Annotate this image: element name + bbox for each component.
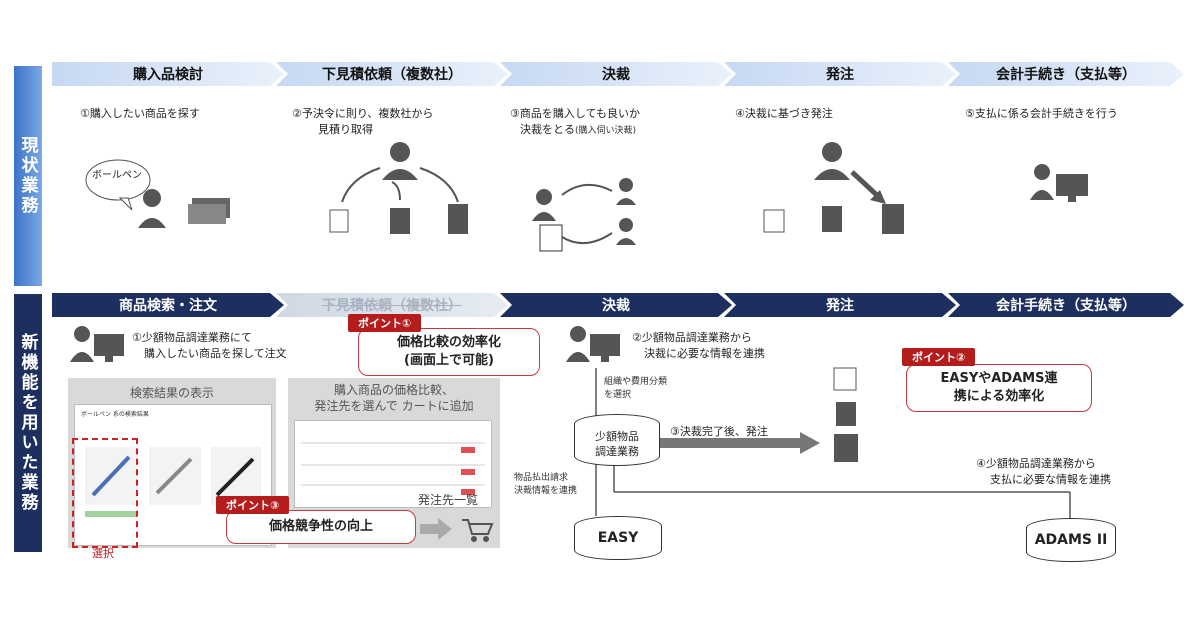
- after-approval-label: ③決裁完了後、発注: [670, 425, 768, 438]
- adams-db: ADAMS II: [1026, 518, 1116, 562]
- new-step-1: 商品検索・注文: [52, 293, 284, 317]
- current-work-label: 現状業務: [14, 66, 42, 286]
- vendor-buildings: [833, 367, 858, 462]
- search-illustration: [85, 159, 230, 228]
- current-step-1: 購入品検討: [52, 62, 284, 86]
- current-desc-5: ⑤支払に係る会計手続きを行う: [965, 107, 1118, 120]
- selected-item-highlight: [72, 438, 138, 548]
- point1-callout: 価格比較の効率化(画面上で可能): [358, 328, 540, 376]
- current-step-3: 決裁: [500, 62, 732, 86]
- point3-callout: 価格競争性の向上: [226, 510, 416, 544]
- screenshot-heading: ボールペン 系の検索結果: [81, 411, 149, 418]
- user-pc-icon-2: [566, 326, 620, 362]
- new-desc-1a: ①少額物品調達業務にて: [132, 331, 252, 344]
- new-step-5: 会計手続き（支払等）: [948, 293, 1184, 317]
- user-pc-icon: [70, 326, 124, 362]
- price-compare-screenshot: [294, 420, 492, 508]
- point3-tag: ポイント③: [216, 496, 290, 514]
- select-label: 選択: [92, 547, 114, 560]
- new-desc-4b: 支払に必要な情報を連携: [990, 473, 1111, 486]
- easy-db: EASY: [574, 516, 662, 560]
- easy-link-label: 物品払出請求決裁情報を連携: [514, 473, 578, 496]
- current-desc-4: ④決裁に基づき発注: [735, 107, 833, 120]
- system-cylinder: 少額物品調達業務: [574, 414, 660, 466]
- new-step-2: 下見積依頼（複数社）: [276, 293, 508, 317]
- search-results-panel: 検索結果の表示 ボールペン 系の検索結果: [68, 378, 276, 548]
- point1-tag: ポイント①: [348, 314, 422, 332]
- current-step-2: 下見積依頼（複数社）: [276, 62, 508, 86]
- new-desc-1b: 購入したい商品を探して注文: [144, 347, 287, 360]
- panel2-title: 購入商品の価格比較、発注先を選んで カートに追加: [314, 383, 474, 413]
- new-step-3: 決裁: [500, 293, 732, 317]
- current-desc-1: ①購入したい商品を探す: [80, 107, 200, 120]
- select-org-label: 組織や費用分類を選択: [604, 377, 668, 400]
- current-step-5: 会計手続き（支払等）: [948, 62, 1184, 86]
- new-step-4: 発注: [724, 293, 956, 317]
- cart-icon: [420, 518, 494, 542]
- point2-callout: EASYやADAMS連携による効率化: [906, 364, 1092, 412]
- new-work-label: 新機能を用いた業務: [14, 294, 42, 552]
- multi-quote-illustration: [329, 142, 468, 234]
- panel1-title: 検索結果の表示: [129, 386, 214, 400]
- current-desc-2a: ②予決令に則り、複数社から: [292, 107, 434, 120]
- order-illustration: [763, 142, 904, 234]
- current-desc-3b: 決裁をとる(購入伺い決裁): [520, 123, 637, 136]
- pen-products: [85, 447, 261, 517]
- current-desc-2b: 見積り取得: [318, 123, 373, 136]
- current-desc-3a: ③商品を購入しても良いか: [510, 107, 640, 120]
- approval-illustration: [532, 178, 636, 252]
- speech-bubble-text: ボールペン: [92, 170, 142, 181]
- new-desc-2b: 決裁に必要な情報を連携: [644, 347, 765, 360]
- accounting-pc-illustration: [1030, 164, 1088, 202]
- compare-table: [301, 442, 485, 495]
- point2-tag: ポイント②: [902, 348, 976, 366]
- cart-label: 発注先一覧: [418, 493, 479, 507]
- new-desc-2a: ②少額物品調達業務から: [632, 331, 752, 344]
- current-step-4: 発注: [724, 62, 956, 86]
- new-desc-4a: ④少額物品調達業務から: [976, 457, 1096, 470]
